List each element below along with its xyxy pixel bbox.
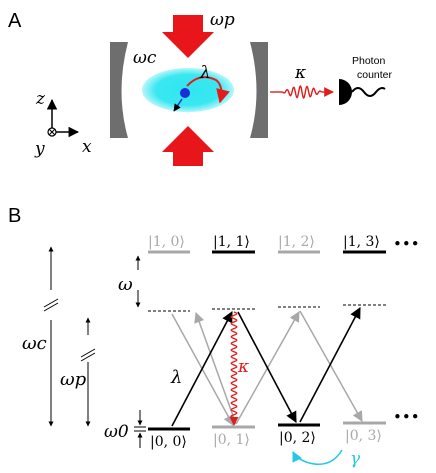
panel-a: A ωp ωc λ κ Photon counter z (8, 10, 393, 166)
upper-ellipsis: ••• (393, 235, 420, 253)
state-label-0-0: |0, 0⟩ (150, 434, 187, 450)
omega-p-break-1 (80, 348, 96, 358)
emission-transition-1 (237, 311, 297, 423)
gray-transition-4 (299, 310, 363, 422)
gamma-arrow (292, 449, 343, 465)
atom-dipole-arrow (173, 98, 183, 112)
photon-wavepacket (281, 85, 323, 99)
scattering-arrow (186, 76, 230, 104)
detector-label-line1: Photon (352, 55, 385, 67)
detector-label-line2: counter (357, 69, 393, 81)
axis-y-label: y (34, 139, 45, 159)
state-label-0-3: |0, 3⟩ (345, 428, 382, 444)
omega-p-label: ωp (60, 369, 87, 390)
panel-b-label: B (8, 205, 21, 227)
state-label-1-2: |1, 2⟩ (278, 234, 315, 250)
pump-arrow-bottom (162, 126, 214, 166)
omega-c-break-2 (43, 302, 59, 312)
right-mirror (250, 42, 268, 138)
omega-label: ω (118, 274, 133, 295)
state-label-0-1: |0, 1⟩ (213, 432, 250, 448)
omega-0-label: ω0 (104, 422, 129, 442)
state-label-1-3: |1, 3⟩ (343, 234, 380, 250)
kappa-decay-wave (230, 311, 238, 419)
kappa-label: κ (237, 357, 249, 377)
y-axis-cross-b (48, 128, 56, 136)
pump-transition-1 (171, 311, 233, 427)
axis-z-label: z (35, 89, 46, 109)
axis-x-label: x (82, 137, 92, 157)
lambda-label: λ (170, 367, 182, 388)
decay-label: κ (294, 63, 306, 83)
pump-transition-2 (299, 307, 361, 423)
state-label-1-0: |1, 0⟩ (148, 234, 185, 250)
omega-c-break-1 (43, 298, 59, 308)
panel-b: B |1, 0⟩ |1, 1⟩ |1, 2⟩ |1, 3⟩ ••• ω ••• … (8, 205, 420, 469)
coupling-label: λ (199, 63, 211, 83)
lower-ellipsis: ••• (393, 408, 420, 426)
atom (180, 88, 190, 98)
pump-frequency-label: ωp (210, 10, 235, 30)
omega-p-break-2 (80, 352, 96, 362)
pump-arrow-top (162, 15, 214, 58)
omega-c-label: ωc (22, 333, 47, 354)
gray-transition-1 (194, 312, 237, 425)
gamma-label: γ (350, 449, 361, 469)
state-label-1-1: |1, 1⟩ (213, 234, 250, 250)
photon-detector (339, 79, 352, 105)
left-mirror (110, 42, 128, 138)
cavity-frequency-label: ωc (133, 48, 157, 68)
detector-cable (351, 87, 386, 97)
state-label-0-2: |0, 2⟩ (279, 430, 316, 446)
panel-a-label: A (8, 10, 22, 32)
